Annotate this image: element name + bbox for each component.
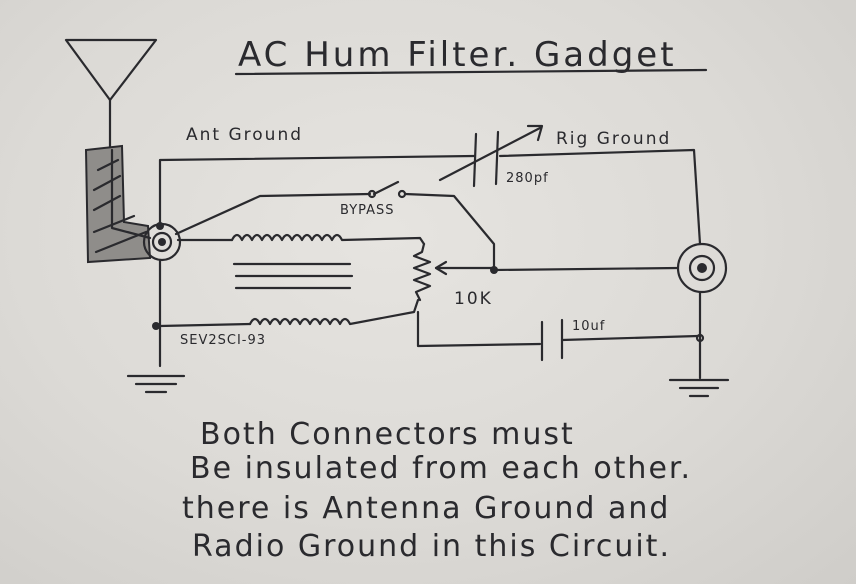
rig-ground-wire	[498, 148, 702, 246]
bypass-wire-left	[174, 192, 372, 236]
coil-lower-lead	[158, 322, 252, 328]
rig-ground-label: Rig Ground	[556, 129, 671, 149]
variable-capacitor-value: 280pf	[506, 171, 549, 186]
potentiometer-value: 10K	[454, 289, 493, 309]
note-line-2: Be insulated from each other.	[190, 451, 692, 486]
ant-ground-wire	[158, 154, 476, 226]
ground-symbol-right	[668, 378, 730, 398]
note-line-3: there is Antenna Ground and	[182, 491, 670, 526]
note-line-1: Both Connectors must	[200, 417, 575, 452]
bypass-switch-blade	[372, 180, 400, 196]
transformer-core	[232, 262, 354, 290]
switch-contact	[367, 189, 377, 199]
antenna-symbol	[64, 38, 158, 152]
title-underline	[234, 68, 708, 76]
junction-dot	[152, 322, 160, 330]
bypass-label: BYPASS	[340, 203, 395, 218]
junction-dot	[695, 333, 705, 343]
capacitor-lead-right	[560, 334, 700, 342]
rig-connector	[676, 242, 728, 294]
signal-wire	[492, 266, 680, 272]
ground-symbol-left	[126, 374, 186, 394]
note-line-4: Radio Ground in this Circuit.	[192, 529, 671, 564]
fixed-capacitor	[540, 318, 564, 362]
fixed-capacitor-value: 10uf	[572, 319, 605, 334]
transformer-secondary-coil	[248, 298, 420, 326]
transformer-primary-coil	[230, 233, 426, 246]
coax-cable	[84, 144, 152, 264]
transformer-part-label: SEV2SCI-93	[180, 333, 266, 348]
variable-capacitor	[438, 124, 544, 188]
ant-ground-label: Ant Ground	[186, 125, 303, 145]
potentiometer-10k	[412, 242, 496, 302]
bypass-wire-right	[403, 192, 496, 270]
diagram-title: AC Hum Filter. Gadget	[238, 35, 677, 75]
capacitor-lead-left	[416, 310, 542, 348]
junction-dot	[156, 222, 164, 230]
